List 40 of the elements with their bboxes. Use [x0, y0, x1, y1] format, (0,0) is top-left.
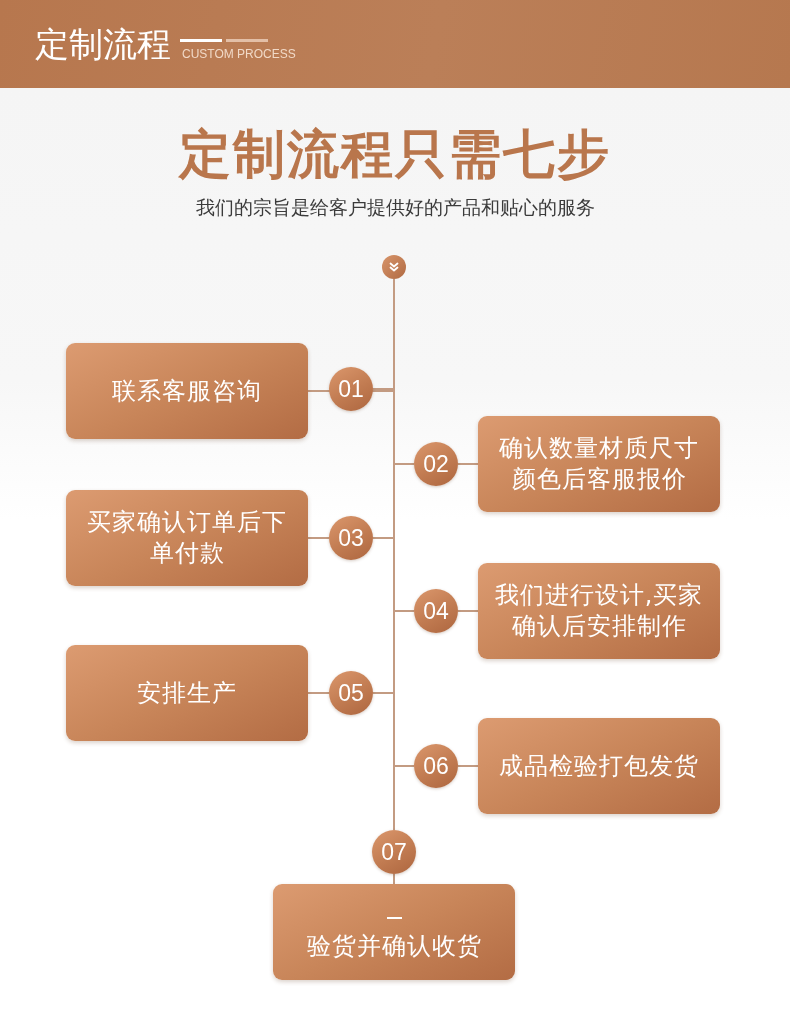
step-number-circle: [329, 516, 373, 560]
main-title: 定制流程只需七步: [179, 124, 611, 184]
step-number: 05: [338, 681, 364, 705]
step-text: 验货并确认收货: [306, 931, 482, 962]
step-number-circle: [414, 442, 458, 486]
step-number-circle: [329, 671, 373, 715]
connector-line: [393, 873, 395, 885]
step-number-circle: [414, 589, 458, 633]
step-box: [478, 563, 720, 659]
connector-line: [457, 463, 479, 465]
step-number: 01: [338, 377, 364, 401]
step-number: 07: [381, 840, 407, 864]
header-subtitle: CUSTOM PROCESS: [182, 47, 296, 61]
step-box: [66, 645, 308, 741]
step-box: [66, 343, 308, 439]
connector-line: [457, 610, 479, 612]
connector-line: [457, 765, 479, 767]
step-box: [478, 416, 720, 512]
step-text: 我们进行设计,买家确认后安排制作: [493, 580, 705, 642]
step-text: 成品检验打包发货: [499, 750, 699, 782]
step-number: 04: [423, 599, 449, 623]
chevron-down-icon: [382, 255, 406, 279]
step-box: [478, 718, 720, 814]
step-number: 02: [423, 452, 449, 476]
step-box: [66, 490, 308, 586]
step-number: 06: [423, 754, 449, 778]
step-number-circle: [372, 830, 416, 874]
step-text: 买家确认订单后下单付款: [86, 507, 288, 569]
connector-line: [307, 692, 330, 694]
header-title: 定制流程: [35, 26, 171, 62]
step-text: 安排生产: [137, 677, 237, 709]
step-box: [273, 884, 515, 980]
step-text: 确认数量材质尺寸颜色后客服报价: [498, 433, 700, 495]
connector-line: [307, 537, 330, 539]
step-number-circle: [414, 744, 458, 788]
step-number-circle: [329, 367, 373, 411]
step-number: 03: [338, 526, 364, 550]
subtitle: 我们的宗旨是给客户提供好的产品和贴心的服务: [195, 195, 595, 220]
step-text: 联系客服咨询: [112, 375, 262, 407]
connector-line: [393, 765, 415, 831]
